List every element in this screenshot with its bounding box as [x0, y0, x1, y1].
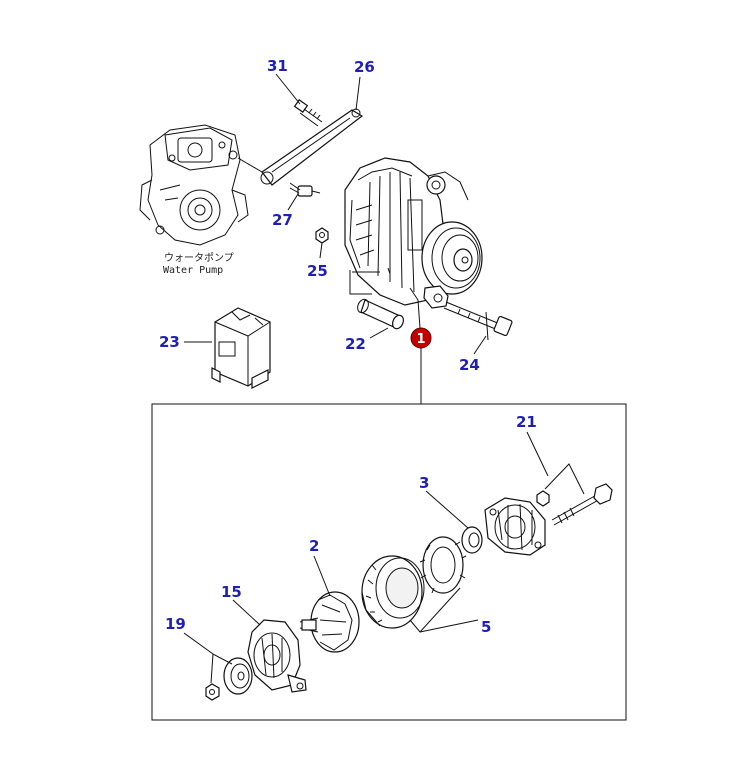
- water-pump-caption-en: Water Pump: [163, 265, 223, 276]
- water-pump: [139, 124, 249, 246]
- callout-leader-top: [409, 287, 421, 329]
- label-22: 22: [345, 335, 366, 353]
- pulley-19: [205, 657, 253, 701]
- label-24: 24: [459, 356, 480, 374]
- label-23: 23: [159, 333, 180, 351]
- label-31: 31: [267, 57, 288, 75]
- callout-badge-1[interactable]: 1: [410, 327, 432, 349]
- label-19: 19: [165, 615, 186, 633]
- label-3: 3: [419, 474, 429, 492]
- regulator-23: [211, 307, 271, 389]
- rotor-2: [299, 591, 360, 653]
- through-bolt-21: [536, 483, 613, 526]
- adjust-bracket-26: [237, 108, 364, 186]
- label-25: 25: [307, 262, 328, 280]
- bolt-27: [289, 182, 321, 197]
- rear-housing: [484, 497, 546, 556]
- label-5: 5: [481, 618, 491, 636]
- label-21: 21: [516, 413, 537, 431]
- water-pump-caption-jp: ウォータポンプ: [164, 252, 234, 264]
- bearing-3: [461, 526, 483, 554]
- bolt-24: [443, 301, 513, 341]
- label-15: 15: [221, 583, 242, 601]
- nut-25: [315, 227, 329, 244]
- bolt-31: [293, 99, 323, 127]
- label-27: 27: [272, 211, 293, 229]
- front-housing-15: [247, 619, 307, 693]
- leader-lines: [183, 73, 585, 684]
- callout-number: 1: [416, 332, 425, 347]
- label-2: 2: [309, 537, 319, 555]
- stator-5b: [361, 555, 425, 629]
- alternator-assembly: [344, 157, 483, 309]
- label-26: 26: [354, 58, 375, 76]
- rectifier-5a: [419, 536, 467, 594]
- spacer-22: [349, 270, 405, 330]
- exploded-view-frame: [151, 403, 627, 721]
